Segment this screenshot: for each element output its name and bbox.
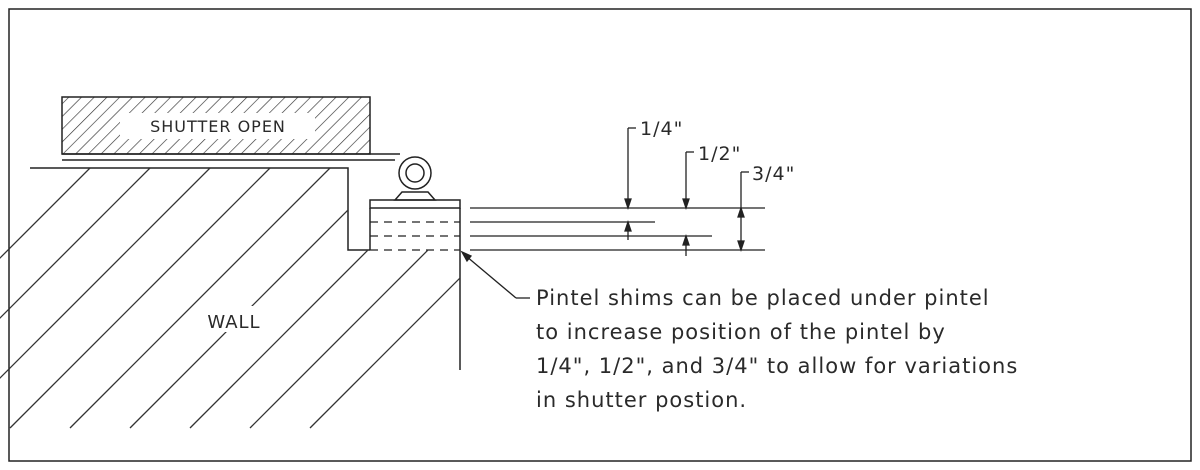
dim-label-quarter: 1/4": [640, 118, 683, 140]
pintel-eye: [393, 156, 437, 201]
shutter-block: SHUTTER OPEN: [61, 96, 371, 155]
note-line-2: to increase position of the pintel by: [536, 320, 946, 344]
wall-label: WALL: [207, 312, 260, 333]
dimension-extension-lines: [470, 207, 765, 251]
note-line-3: 1/4", 1/2", and 3/4" to allow for variat…: [536, 354, 1018, 378]
dimension-quarter-inch: [624, 127, 636, 240]
note-leader: [460, 250, 530, 299]
pintel-shims: [370, 221, 460, 251]
drawing-border: [8, 8, 1192, 462]
dim-label-half: 1/2": [698, 143, 741, 165]
dim-label-three-quarter: 3/4": [752, 163, 795, 185]
dimension-three-quarter-inch: [737, 171, 749, 253]
dimension-half-inch: [682, 151, 694, 256]
wall-hatching: [0, 168, 460, 429]
wall-outline: [30, 167, 461, 370]
note-line-4: in shutter postion.: [536, 388, 747, 412]
shim-note: Pintel shims can be placed under pintel …: [536, 286, 1018, 412]
pintel-base-plate: [369, 199, 461, 250]
shutter-label: SHUTTER OPEN: [150, 117, 286, 136]
hinge-strap: [62, 153, 400, 161]
note-line-1: Pintel shims can be placed under pintel: [536, 286, 990, 310]
